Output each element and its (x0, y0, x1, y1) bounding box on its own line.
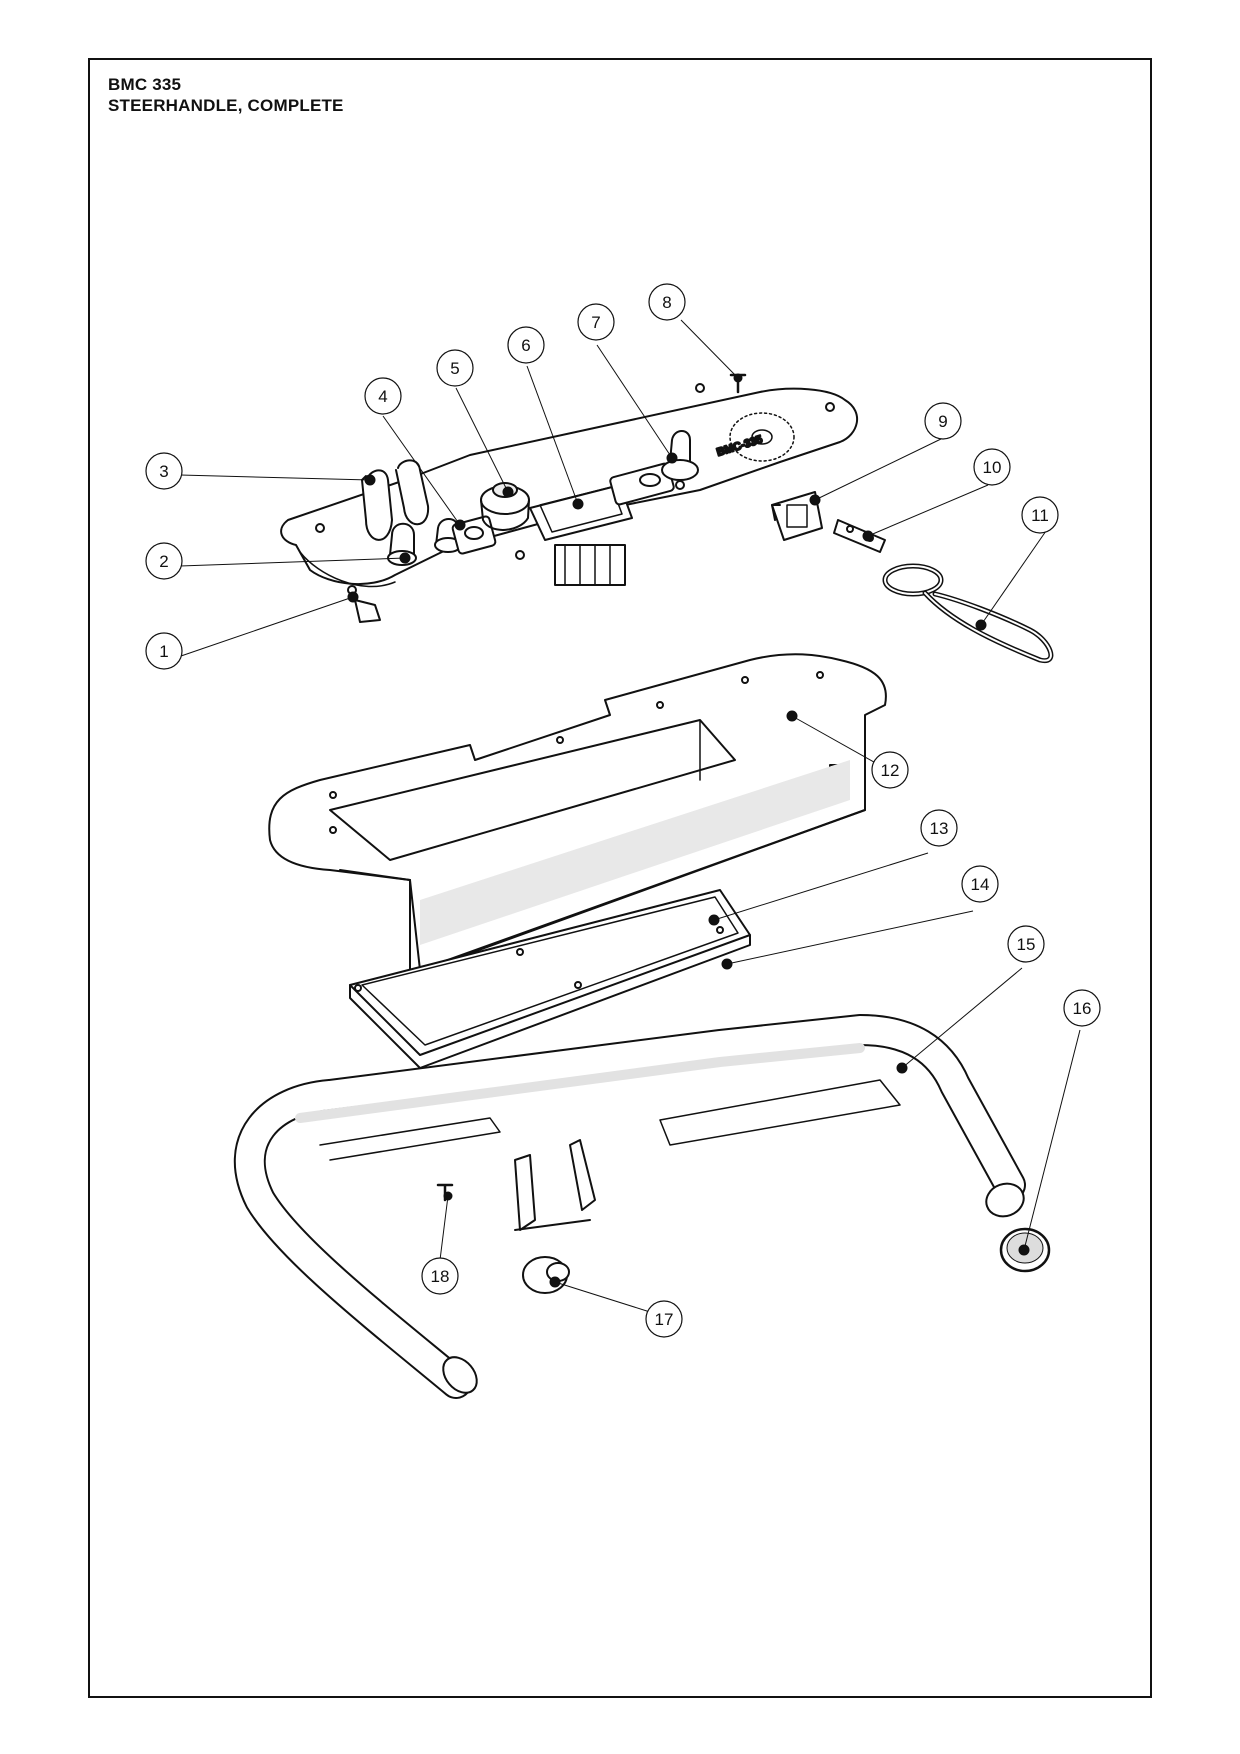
control-panel: BMC-335 (280, 373, 859, 623)
callout-circle (648, 283, 686, 321)
grommet (522, 1256, 570, 1294)
callout-14: 14 (961, 865, 999, 903)
callout-number: 6 (521, 336, 530, 355)
callout-circle (145, 632, 183, 670)
callout-17: 17 (645, 1300, 683, 1338)
drawing-title: STEERHANDLE, COMPLETE (108, 96, 344, 115)
callout-circle (645, 1300, 683, 1338)
callout-12: 12 (871, 751, 909, 789)
drawing-frame (88, 58, 1152, 1698)
callout-11: 11 (1021, 496, 1059, 534)
callout-10: 10 (973, 448, 1011, 486)
callout-number: 1 (159, 642, 168, 661)
connector-block (771, 491, 823, 541)
callout-number: 13 (930, 819, 949, 838)
model-label: BMC 335 (108, 75, 182, 94)
callout-circle (1063, 989, 1101, 1027)
tube-handle (233, 1014, 1026, 1399)
callout-1: 1 (145, 632, 183, 670)
callout-number: 12 (881, 761, 900, 780)
callout-number: 8 (662, 293, 671, 312)
callout-number: 11 (1031, 506, 1049, 525)
callout-number: 7 (591, 313, 600, 332)
callout-18: 18 (421, 1257, 459, 1295)
callout-number: 10 (983, 458, 1002, 477)
callout-16: 16 (1063, 989, 1101, 1027)
callout-circle (507, 326, 545, 364)
leader-lines (179, 319, 1081, 1313)
callout-number: 4 (378, 387, 387, 406)
housing (268, 653, 887, 976)
callout-circle (1007, 925, 1045, 963)
callout-circle (871, 751, 909, 789)
callout-7: 7 (577, 303, 615, 341)
callout-number: 14 (971, 875, 990, 894)
callout-circle (961, 865, 999, 903)
callout-circle (145, 452, 183, 490)
callout-number: 9 (938, 412, 947, 431)
callout-circle (364, 377, 402, 415)
callout-number: 5 (450, 359, 459, 378)
callout-15: 15 (1007, 925, 1045, 963)
callout-9: 9 (924, 402, 962, 440)
callout-4: 4 (364, 377, 402, 415)
clip (833, 519, 886, 553)
callout-number: 2 (159, 552, 168, 571)
callout-2: 2 (145, 542, 183, 580)
title-block: BMC 335 STEERHANDLE, COMPLETE (108, 74, 344, 116)
callout-circle (1021, 496, 1059, 534)
callout-5: 5 (436, 349, 474, 387)
callout-circle (436, 349, 474, 387)
callout-number: 17 (655, 1310, 674, 1329)
callout-circle (145, 542, 183, 580)
callout-number: 16 (1073, 999, 1092, 1018)
callout-circle (920, 809, 958, 847)
callout-circle (973, 448, 1011, 486)
callout-circle (577, 303, 615, 341)
lanyard (882, 563, 1054, 664)
callout-circle (421, 1257, 459, 1295)
callout-number: 18 (431, 1267, 450, 1286)
callout-3: 3 (145, 452, 183, 490)
callout-8: 8 (648, 283, 686, 321)
callout-number: 3 (159, 462, 168, 481)
callout-circle (924, 402, 962, 440)
callout-13: 13 (920, 809, 958, 847)
callout-6: 6 (507, 326, 545, 364)
callout-number: 15 (1017, 935, 1036, 954)
